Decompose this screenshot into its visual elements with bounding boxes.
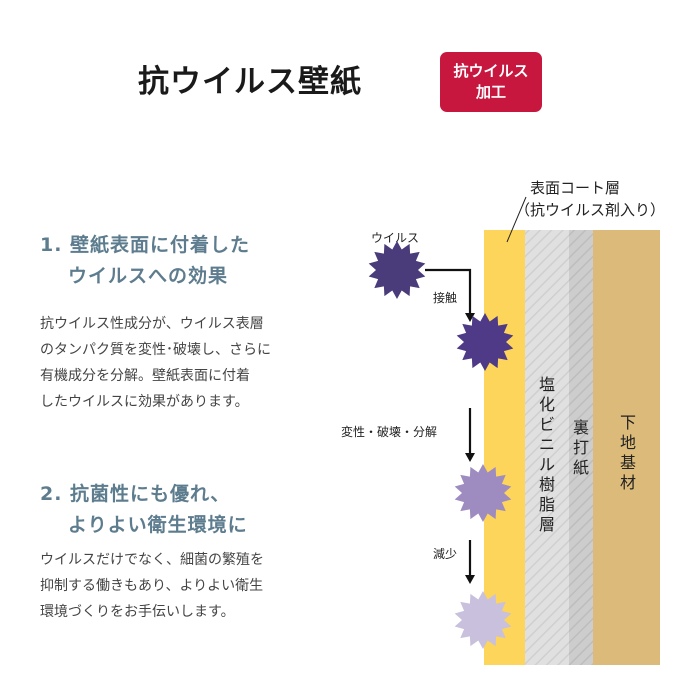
virus-icon-stage4 xyxy=(454,591,512,649)
section2-body-line: 環境づくりをお手伝いします。 xyxy=(40,604,235,620)
section1-body-line: のタンパク質を変性･破壊し、さらに xyxy=(40,342,271,358)
step-reduce-label: 減少 xyxy=(433,546,457,561)
svg-text:塩化ビニル樹脂層: 塩化ビニル樹脂層 xyxy=(539,375,555,534)
step-denature-label: 変性・破壊・分解 xyxy=(341,424,437,439)
denature-arrowhead xyxy=(465,453,475,462)
step-contact-label: 接触 xyxy=(433,290,457,305)
section1-body-line: 有機成分を分解。壁紙表面に付着 xyxy=(40,368,250,384)
section1-body: 抗ウイルス性成分が、ウイルス表層 のタンパク質を変性･破壊し、さらに 有機成分を… xyxy=(40,311,340,415)
section2-body: ウイルスだけでなく、細菌の繁殖を 抑制する働きもあり、よりよい衛生 環境づくりを… xyxy=(40,547,340,625)
badge-line1: 抗ウイルス xyxy=(453,62,529,80)
substrate-label: 下地基材 xyxy=(620,413,636,492)
substrate-layer xyxy=(593,230,660,665)
section1-heading: 1. 壁紙表面に付着した ウイルスへの効果 xyxy=(40,230,250,292)
svg-text:下地基材: 下地基材 xyxy=(620,413,636,492)
surface-leader-line xyxy=(506,196,527,243)
surface-coat-layer xyxy=(484,230,525,665)
section2-body-line: ウイルスだけでなく、細菌の繁殖を xyxy=(40,552,264,568)
backing-label: 裏打紙 xyxy=(573,418,589,477)
virus-icon-stage3 xyxy=(454,464,512,522)
virus-label: ウイルス xyxy=(371,231,419,245)
page-title: 抗ウイルス壁紙 xyxy=(138,64,362,100)
section2-heading: 2. 抗菌性にも優れ、 よりよい衛生環境に xyxy=(40,479,248,541)
reduce-arrowhead xyxy=(465,575,475,584)
backing-paper-layer xyxy=(569,230,593,665)
virus-icon-stage2 xyxy=(456,313,514,371)
contact-arrow xyxy=(425,268,472,315)
contact-arrowhead xyxy=(465,313,475,322)
svg-text:裏打紙: 裏打紙 xyxy=(573,418,589,477)
section2-heading-line2: よりよい衛生環境に xyxy=(68,514,248,536)
badge-line2: 加工 xyxy=(475,83,506,101)
antiviral-badge: 抗ウイルス 加工 xyxy=(440,52,542,112)
surface-label-line2: （抗ウイルス剤入り） xyxy=(515,201,665,219)
section2-heading-line1: 2. 抗菌性にも優れ、 xyxy=(40,483,231,505)
section1-body-line: 抗ウイルス性成分が、ウイルス表層 xyxy=(40,316,264,332)
pvc-label: 塩化ビニル樹脂層 xyxy=(539,375,555,534)
section1-heading-line1: 1. 壁紙表面に付着した xyxy=(40,234,251,256)
pvc-layer xyxy=(525,230,569,665)
section1-body-line: したウイルスに効果があります。 xyxy=(40,394,249,410)
virus-icon-stage1 xyxy=(368,241,426,299)
section1-heading-line2: ウイルスへの効果 xyxy=(68,265,229,287)
surface-label-line1: 表面コート層 xyxy=(530,179,620,197)
section2-body-line: 抑制する働きもあり、よりよい衛生 xyxy=(40,578,264,594)
